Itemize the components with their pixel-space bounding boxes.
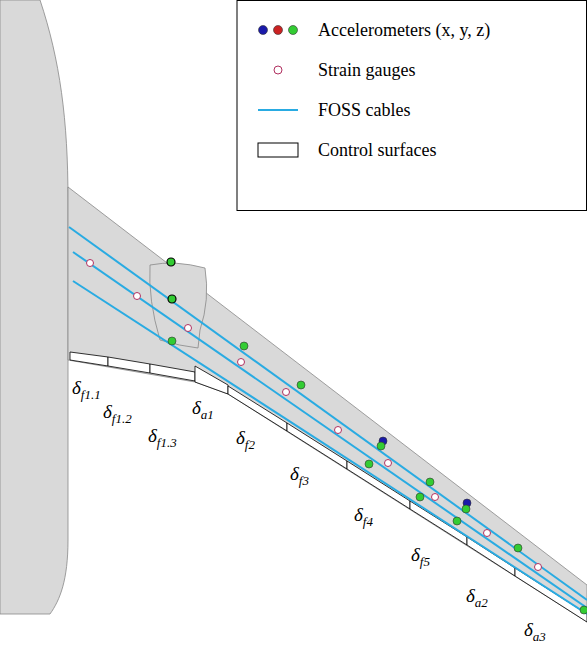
control-surface-label: δf1.1 xyxy=(72,378,101,401)
legend-text: Strain gauges xyxy=(318,61,415,79)
control-surfaces xyxy=(70,352,587,622)
legend-samples xyxy=(258,26,298,158)
control-surface-label: δf1.2 xyxy=(103,402,132,425)
control-surface-label: δf4 xyxy=(354,505,373,528)
legend-box xyxy=(237,1,587,211)
foss-cables xyxy=(69,227,587,614)
wing xyxy=(68,187,587,622)
legend-text: Control surfaces xyxy=(318,141,436,159)
strain-gauges xyxy=(87,260,542,571)
control-surface-label: δa2 xyxy=(466,586,488,609)
control-surface-label: δf2 xyxy=(236,428,255,451)
legend-text: FOSS cables xyxy=(318,101,411,119)
control-surface-label: δf3 xyxy=(290,464,309,487)
control-surface-label: δa1 xyxy=(192,398,214,421)
legend-text: Accelerometers (x, y, z) xyxy=(318,21,490,39)
accelerometers xyxy=(167,258,587,614)
control-surface-label: δa3 xyxy=(524,620,546,643)
control-surface-label: δf1.3 xyxy=(148,426,177,449)
fuselage xyxy=(0,0,68,614)
control-surface-label: δf5 xyxy=(411,545,430,568)
